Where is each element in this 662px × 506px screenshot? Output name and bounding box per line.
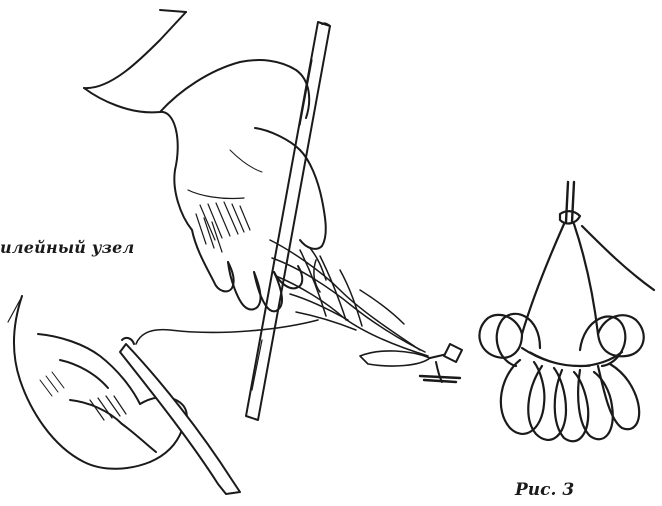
figure-caption: Рис. 3 [515, 480, 574, 500]
knot-caption: илейный узел [0, 238, 134, 257]
stick [246, 22, 330, 420]
twine [136, 320, 318, 344]
net-mesh [270, 240, 428, 356]
cord-loops [479, 182, 654, 441]
lower-hand [8, 296, 240, 494]
